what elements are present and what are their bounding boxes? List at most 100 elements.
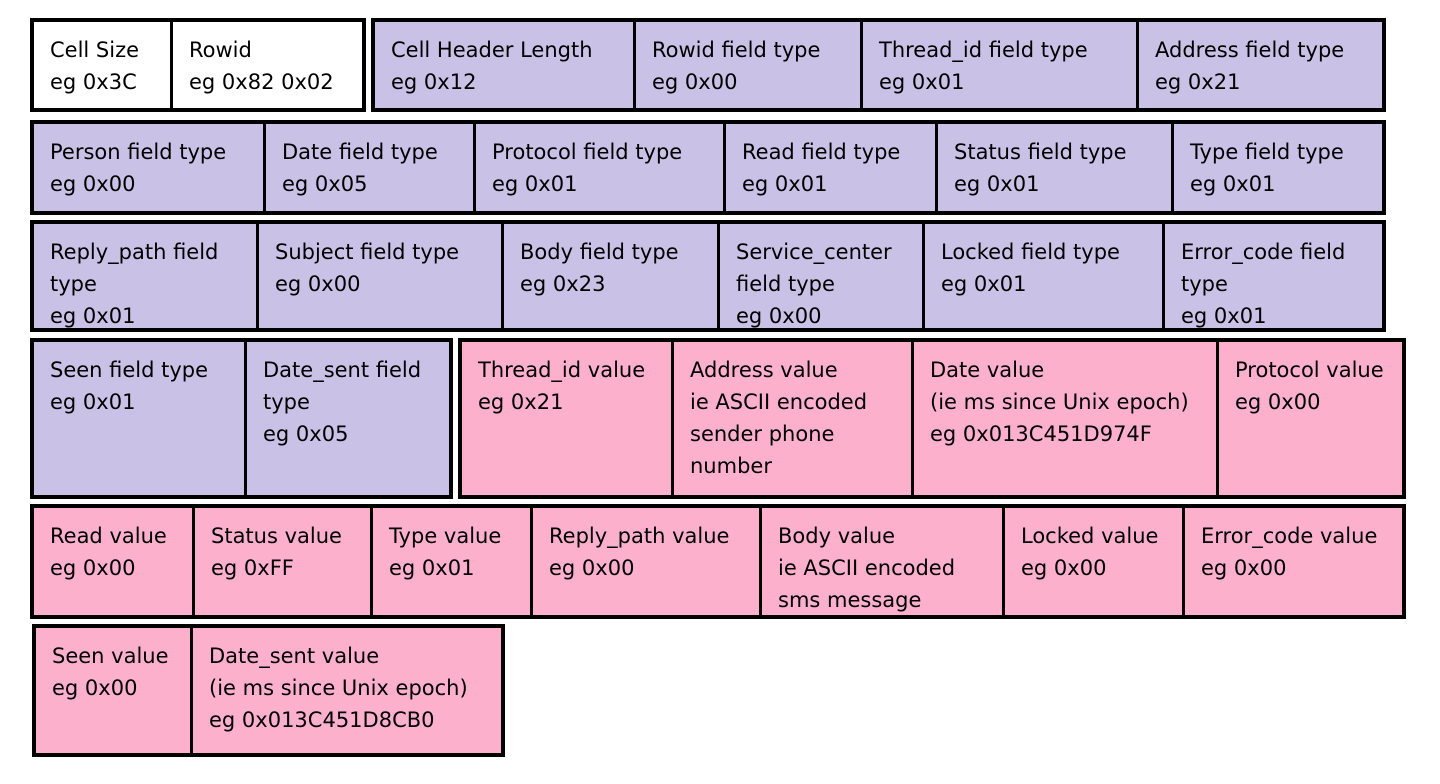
cell-example: eg 0x00 <box>50 556 136 580</box>
cell-title: Rowid field type <box>652 38 821 62</box>
status-field-type-box: Status field type eg 0x01 <box>935 124 1171 211</box>
cell-desc: (ie ms since Unix epoch) <box>209 676 468 700</box>
cell-title: Error_code value <box>1201 524 1378 548</box>
cell-example: eg 0x00 <box>1201 556 1287 580</box>
cell-title: Thread_id field type <box>879 38 1088 62</box>
cell-title: Reply_path value <box>549 524 730 548</box>
address-value-box: Address value ie ASCII encoded sender ph… <box>671 342 911 495</box>
cell-title: Locked value <box>1021 524 1159 548</box>
cell-example: eg 0x00 <box>549 556 635 580</box>
date-field-type-box: Date field type eg 0x05 <box>263 124 473 211</box>
cell-example: eg 0xFF <box>211 556 294 580</box>
cell-example: eg 0x00 <box>1235 390 1321 414</box>
thread-id-value-box: Thread_id value eg 0x21 <box>462 342 671 495</box>
locked-value-box: Locked value eg 0x00 <box>1002 508 1182 615</box>
cell-title: Body field type <box>520 240 679 264</box>
cell-title-cont: type <box>1181 272 1228 296</box>
cell-desc: sender phone <box>690 422 835 446</box>
cell-title: Thread_id value <box>478 358 646 382</box>
rowid-field-type-box: Rowid field type eg 0x00 <box>633 22 860 108</box>
protocol-field-type-box: Protocol field type eg 0x01 <box>473 124 723 211</box>
cell-title: Protocol field type <box>492 140 683 164</box>
error-code-field-type-box: Error_code field type eg 0x01 <box>1162 224 1382 328</box>
protocol-value-box: Protocol value eg 0x00 <box>1216 342 1402 495</box>
cell-title: Status field type <box>954 140 1127 164</box>
cell-example: eg 0x01 <box>1190 172 1276 196</box>
cell-header-length-box: Cell Header Length eg 0x12 <box>375 22 633 108</box>
cell-example: eg 0x05 <box>263 422 349 446</box>
cell-title-cont: field type <box>736 272 835 296</box>
cell-example: eg 0x21 <box>478 390 564 414</box>
cell-title: Locked field type <box>941 240 1120 264</box>
rowid-box: Rowid eg 0x82 0x02 <box>170 22 362 108</box>
cell-example: eg 0x05 <box>282 172 368 196</box>
field-types-row-4: Seen field type eg 0x01 Date_sent field … <box>30 338 453 499</box>
cell-title: Service_center <box>736 240 892 264</box>
locked-field-type-box: Locked field type eg 0x01 <box>922 224 1162 328</box>
cell-title: Address value <box>690 358 838 382</box>
cell-example: eg 0x00 <box>275 272 361 296</box>
subject-field-type-box: Subject field type eg 0x00 <box>256 224 501 328</box>
cell-example: eg 0x01 <box>50 390 136 414</box>
cell-title: Address field type <box>1155 38 1345 62</box>
read-value-box: Read value eg 0x00 <box>34 508 192 615</box>
cell-title-cont: type <box>263 390 310 414</box>
cell-example: eg 0x21 <box>1155 70 1241 94</box>
reply-path-value-box: Reply_path value eg 0x00 <box>530 508 759 615</box>
cell-title: Protocol value <box>1235 358 1384 382</box>
cell-example: eg 0x01 <box>941 272 1027 296</box>
cell-title: Date_sent field <box>263 358 422 382</box>
cell-example: eg 0x00 <box>50 172 136 196</box>
cell-title: Error_code field <box>1181 240 1346 264</box>
cell-title: Type value <box>389 524 502 548</box>
cell-size-box: Cell Size eg 0x3C <box>34 22 170 108</box>
values-row-6: Seen value eg 0x00 Date_sent value (ie m… <box>32 624 505 757</box>
address-field-type-box: Address field type eg 0x21 <box>1136 22 1382 108</box>
field-types-row-2: Person field type eg 0x00 Date field typ… <box>30 120 1386 215</box>
cell-title-cont: type <box>50 272 97 296</box>
cell-header-group: Cell Size eg 0x3C Rowid eg 0x82 0x02 <box>30 18 366 112</box>
date-value-box: Date value (ie ms since Unix epoch) eg 0… <box>911 342 1216 495</box>
cell-desc: ie ASCII encoded <box>778 556 956 580</box>
error-code-value-box: Error_code value eg 0x00 <box>1182 508 1402 615</box>
cell-title: Subject field type <box>275 240 460 264</box>
cell-example: eg 0x00 <box>736 304 822 328</box>
reply-path-field-type-box: Reply_path field type eg 0x01 <box>34 224 256 328</box>
cell-title: Seen value <box>52 644 169 668</box>
cell-example: eg 0x00 <box>652 70 738 94</box>
cell-title: Read field type <box>742 140 901 164</box>
cell-example: eg 0x23 <box>520 272 606 296</box>
cell-desc: number <box>690 454 772 478</box>
status-value-box: Status value eg 0xFF <box>192 508 370 615</box>
type-field-type-box: Type field type eg 0x01 <box>1171 124 1382 211</box>
cell-title: Type field type <box>1190 140 1344 164</box>
cell-example: eg 0x01 <box>492 172 578 196</box>
cell-example: eg 0x3C <box>50 70 137 94</box>
field-types-row-3: Reply_path field type eg 0x01 Subject fi… <box>30 220 1386 332</box>
cell-desc: sms message <box>778 588 922 612</box>
cell-example: eg 0x01 <box>879 70 965 94</box>
body-field-type-box: Body field type eg 0x23 <box>501 224 717 328</box>
header-field-types-group: Cell Header Length eg 0x12 Rowid field t… <box>371 18 1386 112</box>
cell-desc: ie ASCII encoded <box>690 390 868 414</box>
cell-title: Date value <box>930 358 1045 382</box>
cell-title: Seen field type <box>50 358 209 382</box>
cell-title: Date_sent value <box>209 644 380 668</box>
values-row-4: Thread_id value eg 0x21 Address value ie… <box>458 338 1406 499</box>
cell-example: eg 0x013C451D8CB0 <box>209 708 435 732</box>
cell-example: eg 0x01 <box>954 172 1040 196</box>
cell-example: eg 0x82 0x02 <box>189 70 334 94</box>
cell-title: Read value <box>50 524 167 548</box>
thread-id-field-type-box: Thread_id field type eg 0x01 <box>860 22 1136 108</box>
date-sent-value-box: Date_sent value (ie ms since Unix epoch)… <box>190 628 501 753</box>
cell-example: eg 0x00 <box>1021 556 1107 580</box>
date-sent-field-type-box: Date_sent field type eg 0x05 <box>244 342 449 495</box>
cell-title: Cell Size <box>50 38 140 62</box>
seen-field-type-box: Seen field type eg 0x01 <box>34 342 244 495</box>
person-field-type-box: Person field type eg 0x00 <box>34 124 263 211</box>
cell-example: eg 0x013C451D974F <box>930 422 1152 446</box>
seen-value-box: Seen value eg 0x00 <box>36 628 190 753</box>
body-value-box: Body value ie ASCII encoded sms message <box>759 508 1002 615</box>
cell-example: eg 0x01 <box>389 556 475 580</box>
